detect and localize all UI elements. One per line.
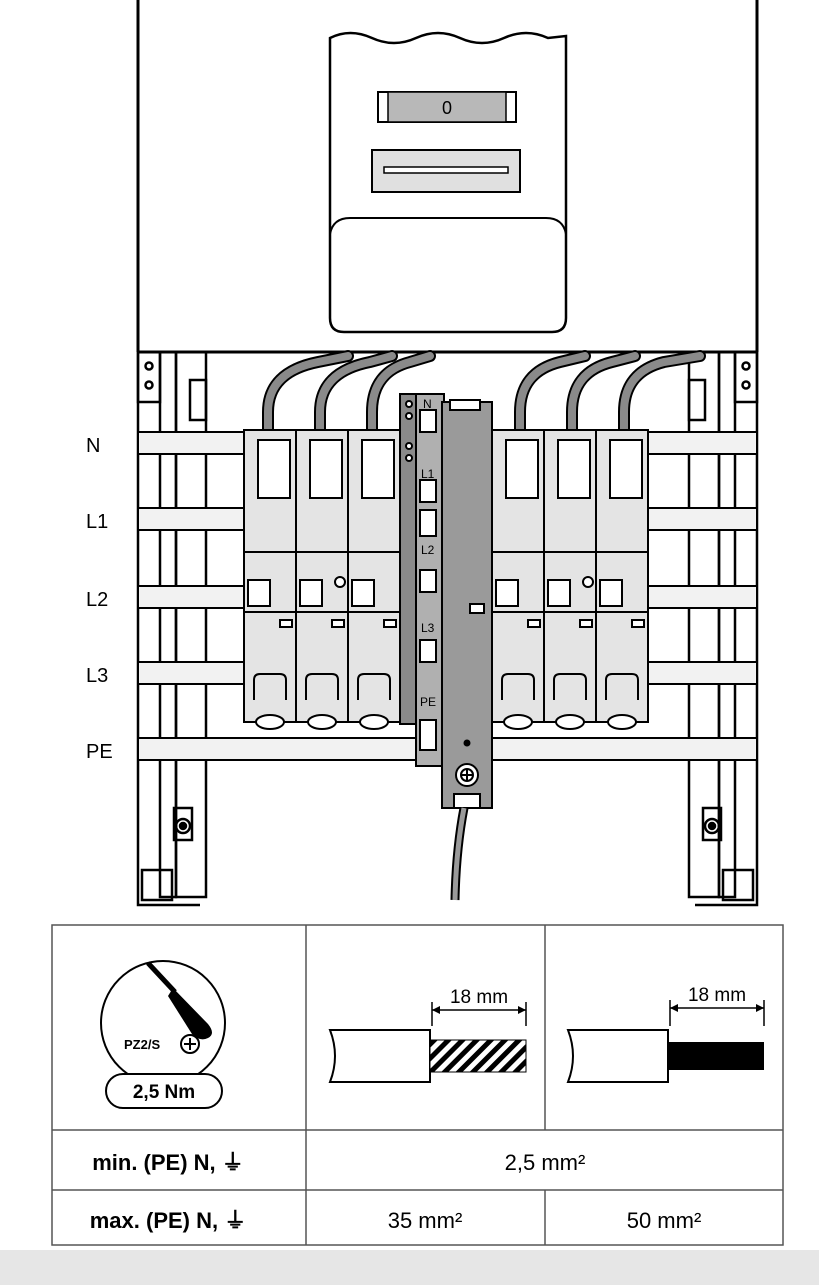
terminal-module-right [491,429,649,730]
busbar-label-l3: L3 [86,665,108,687]
busbar-label-n: N [86,435,100,457]
row-max-value-solid: 50 mm² [627,1208,702,1233]
mounting-frame-left [136,350,208,907]
pozidriv-symbol [180,1034,200,1054]
meter-display: 0 [442,98,452,118]
terminal-label-l1: L1 [421,467,435,481]
screwdriver-icon [100,960,226,1086]
enclosure-upper [136,0,759,354]
solid-conductor-illustration [566,1000,765,1083]
strip-length-right: 18 mm [688,985,746,1006]
terminal-block-labels: N L1 L2 L3 PE [420,397,436,709]
stranded-conductor-illustration [328,1002,527,1083]
terminal-module-left [243,429,401,730]
busbar-label-l1: L1 [86,511,108,533]
terminal-label-l3: L3 [421,621,435,635]
terminal-label-n: N [423,397,432,411]
torque-value: 2,5 Nm [133,1082,195,1103]
spec-table [51,924,784,1246]
row-max-value-stranded: 35 mm² [388,1208,463,1233]
row-max-label: max. (PE) N, ⏚ [90,1208,246,1233]
torque-badge [105,1073,223,1109]
row-min-label: min. (PE) N, ⏚ [92,1150,244,1175]
busbar-label-l2: L2 [86,589,108,611]
feed-cables [262,350,706,438]
electricity-meter: 0 [328,31,568,334]
busbar-labels: N L1 L2 L3 PE [86,435,113,763]
central-terminal-block [399,393,493,809]
screwdriver-type: PZ2/S [124,1037,160,1052]
bottom-margin [0,1250,819,1280]
terminal-label-pe: PE [420,695,436,709]
pe-cable [450,807,469,901]
busbar-label-pe: PE [86,741,113,763]
strip-length-left: 18 mm [450,987,508,1008]
row-min-value: 2,5 mm² [505,1150,586,1175]
terminal-label-l2: L2 [421,543,435,557]
